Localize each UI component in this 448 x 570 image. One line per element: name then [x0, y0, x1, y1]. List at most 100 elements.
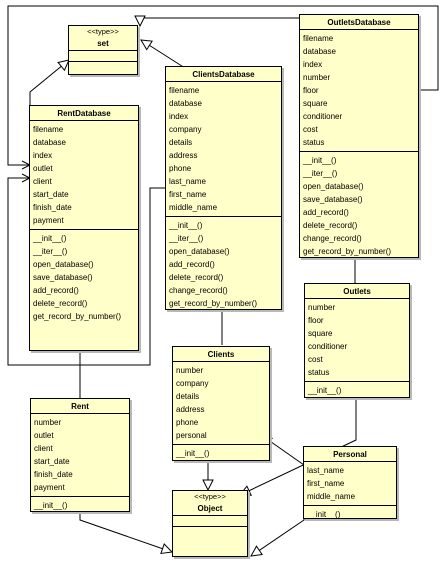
- method: delete_record(): [169, 273, 224, 282]
- gen-rentdb-set: [29, 60, 69, 105]
- attribute: outlet: [34, 431, 54, 440]
- method: save_database(): [33, 273, 93, 282]
- attribute: client: [33, 177, 52, 186]
- class-name: OutletsDatabase: [327, 18, 391, 27]
- attribute: first_name: [307, 479, 345, 488]
- method: add_record(): [169, 260, 215, 269]
- assoc-personal-clients: [264, 437, 305, 466]
- attribute: number: [308, 303, 336, 312]
- attribute: square: [303, 99, 328, 108]
- class-clients-database[interactable]: ClientsDatabase filename database index …: [165, 66, 282, 310]
- attribute: address: [176, 405, 205, 414]
- class-rent-database[interactable]: RentDatabase filename database index out…: [29, 105, 139, 351]
- attribute: details: [169, 138, 193, 147]
- attribute: payment: [34, 483, 65, 492]
- method: delete_record(): [303, 221, 358, 230]
- class-header: Personal: [304, 447, 396, 462]
- method: __init__(): [307, 510, 341, 519]
- method: add_record(): [33, 286, 79, 295]
- method: __iter__(): [33, 247, 68, 256]
- attribute: phone: [169, 164, 192, 173]
- class-outlets-database[interactable]: OutletsDatabase filename database index …: [299, 14, 419, 258]
- class-name: Clients: [207, 350, 235, 359]
- attributes-compartment: number company details address phone per…: [173, 362, 269, 445]
- attribute: database: [303, 47, 336, 56]
- class-header: Rent: [31, 399, 129, 414]
- method: open_database(): [33, 260, 94, 269]
- attributes-compartment: filename database index number floor squ…: [300, 30, 418, 152]
- methods-compartment: __init__(): [173, 445, 269, 462]
- attribute: index: [303, 60, 323, 69]
- attribute: square: [308, 329, 333, 338]
- attribute: finish_date: [33, 203, 72, 212]
- methods-compartment: [69, 62, 137, 72]
- class-rent[interactable]: Rent number outlet client start_date fin…: [30, 398, 130, 512]
- attribute: middle_name: [307, 492, 356, 501]
- method: change_record(): [169, 286, 228, 295]
- gen-personal-object: [251, 500, 305, 556]
- assoc-outletsdb-rent-outlet: [7, 5, 439, 165]
- attribute: index: [33, 151, 53, 160]
- stereotype-label: <<type>>: [87, 27, 119, 36]
- attributes-compartment: number outlet client start_date finish_d…: [31, 414, 129, 497]
- attribute: first_name: [169, 190, 207, 199]
- attribute: last_name: [307, 466, 344, 475]
- class-outlets[interactable]: Outlets number floor square conditioner …: [304, 283, 410, 398]
- attribute: payment: [33, 216, 64, 225]
- method: get_record_by_number(): [33, 312, 122, 321]
- attribute: middle_name: [169, 203, 218, 212]
- class-name: Rent: [71, 402, 89, 411]
- attribute: start_date: [34, 457, 70, 466]
- attribute: outlet: [33, 164, 53, 173]
- gen-outletsdb-set: [140, 18, 300, 26]
- attribute: conditioner: [303, 112, 343, 121]
- attribute: database: [169, 99, 202, 108]
- attribute: status: [308, 368, 330, 377]
- class-header: <<type>> set: [69, 26, 137, 51]
- attribute: number: [34, 418, 62, 427]
- attribute: phone: [176, 418, 199, 427]
- methods-compartment: __init__() __iter__() open_database() sa…: [300, 152, 418, 260]
- gen-clientsdb-set: [141, 40, 186, 69]
- attribute: details: [176, 392, 200, 401]
- method: get_record_by_number(): [303, 247, 392, 256]
- method: __init__(): [33, 234, 67, 243]
- attribute: number: [176, 366, 204, 375]
- class-object[interactable]: <<type>> Object: [172, 490, 248, 557]
- stereotype-label: <<type>>: [194, 492, 226, 501]
- attribute: floor: [308, 316, 324, 325]
- method: get_record_by_number(): [169, 299, 258, 308]
- class-set[interactable]: <<type>> set: [68, 25, 138, 75]
- attributes-compartment: [173, 516, 247, 527]
- attribute: company: [176, 379, 209, 388]
- method: __iter__(): [169, 234, 204, 243]
- method: __init__(): [169, 221, 203, 230]
- attributes-compartment: filename database index outlet client st…: [30, 121, 138, 230]
- attributes-compartment: [69, 51, 137, 62]
- class-header: Outlets: [305, 284, 409, 299]
- class-clients[interactable]: Clients number company details address p…: [172, 346, 270, 461]
- method: change_record(): [303, 234, 362, 243]
- class-header: Clients: [173, 347, 269, 362]
- class-header: ClientsDatabase: [166, 67, 281, 82]
- class-name: Object: [197, 504, 223, 513]
- attribute: filename: [33, 125, 64, 134]
- class-header: RentDatabase: [30, 106, 138, 121]
- attribute: start_date: [33, 190, 69, 199]
- attribute: cost: [303, 125, 318, 134]
- methods-compartment: __init__() __iter__() open_database() ad…: [166, 217, 281, 312]
- method: save_database(): [303, 195, 363, 204]
- methods-compartment: __init__() __iter__() open_database() sa…: [30, 230, 138, 325]
- class-personal[interactable]: Personal last_name first_name middle_nam…: [303, 446, 397, 519]
- methods-compartment: __init__(): [304, 506, 396, 523]
- attribute: personal: [176, 431, 207, 440]
- attributes-compartment: number floor square conditioner cost sta…: [305, 299, 409, 382]
- method: __init__(): [176, 449, 210, 458]
- methods-compartment: [173, 527, 247, 537]
- attribute: last_name: [169, 177, 206, 186]
- class-name: ClientsDatabase: [192, 70, 255, 79]
- attribute: client: [34, 444, 53, 453]
- attribute: company: [169, 125, 202, 134]
- class-header: <<type>> Object: [173, 491, 247, 516]
- assoc-clientsdb-rent-client: [7, 178, 166, 366]
